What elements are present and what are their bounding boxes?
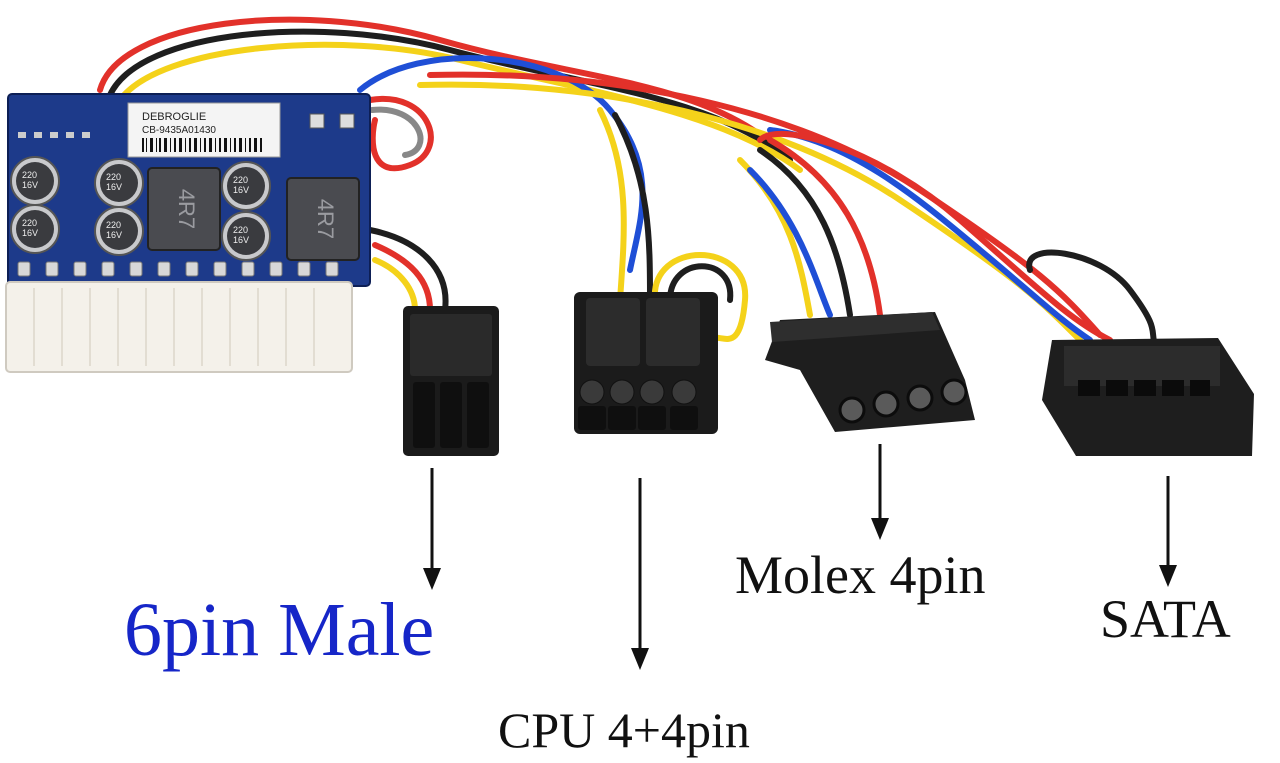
svg-text:220: 220 [22,170,37,180]
wire-black-cpu [612,112,653,303]
svg-text:220: 220 [22,218,37,228]
cpu-8pin-connector [574,292,718,434]
solder-pins [17,261,339,277]
svg-text:16V: 16V [106,182,122,192]
svg-text:16V: 16V [22,180,38,190]
wire-blue-loop [357,55,646,273]
wire-yellow-cpu-loop [651,252,749,343]
label-sata: SATA [1100,589,1231,649]
svg-text:220: 220 [106,220,121,230]
sticker-line2: CB-9435A01430 [142,125,216,136]
wire-red-sata2 [757,130,1113,343]
atx-24pin-connector [5,281,353,373]
arrow-sata [1159,476,1177,587]
wire-blue-sata [767,127,1093,343]
sata-connector [1042,338,1254,456]
label-6pin-male: 6pin Male [124,588,435,672]
arrow-6pin [423,468,441,590]
inductor-2: 4R7 [286,177,360,261]
wire-red-6pin [372,242,433,313]
wire-red-molex [767,137,883,318]
molex-connector [765,312,975,432]
svg-text:16V: 16V [22,228,38,238]
svg-text:220: 220 [233,175,248,185]
wire-black-6pin [367,227,449,313]
barcode [142,138,262,152]
wire-loop-board [367,95,434,172]
wire-red-sata [427,71,1103,338]
svg-text:16V: 16V [233,185,249,195]
wire-yellow-cpu [597,107,627,303]
six-pin-connector [403,306,499,456]
wire-loop-board2 [369,106,424,158]
inductor-1-mark: 4R7 [174,189,199,229]
arrow-molex [871,444,889,540]
wire-yellow-sata [417,81,1083,343]
svg-text:16V: 16V [106,230,122,240]
wire-black-cpu-loop [667,263,734,303]
wire-blue-molex [747,167,833,318]
arrows [423,444,1177,670]
arrow-cpu [631,478,649,670]
inductor-2-mark: 4R7 [313,199,338,239]
svg-text:16V: 16V [233,235,249,245]
inductor-1: 4R7 [147,167,221,251]
wire-harness [97,16,1158,348]
svg-text:220: 220 [233,225,248,235]
wire-black-molex [757,147,853,318]
label-cpu-4-4pin: CPU 4+4pin [498,702,750,758]
label-molex-4pin: Molex 4pin [735,545,986,605]
wire-yellow-6pin [372,257,418,313]
sticker-line1: DEBROGLIE [142,111,206,123]
svg-text:220: 220 [106,172,121,182]
wire-black-sata [1026,249,1158,348]
